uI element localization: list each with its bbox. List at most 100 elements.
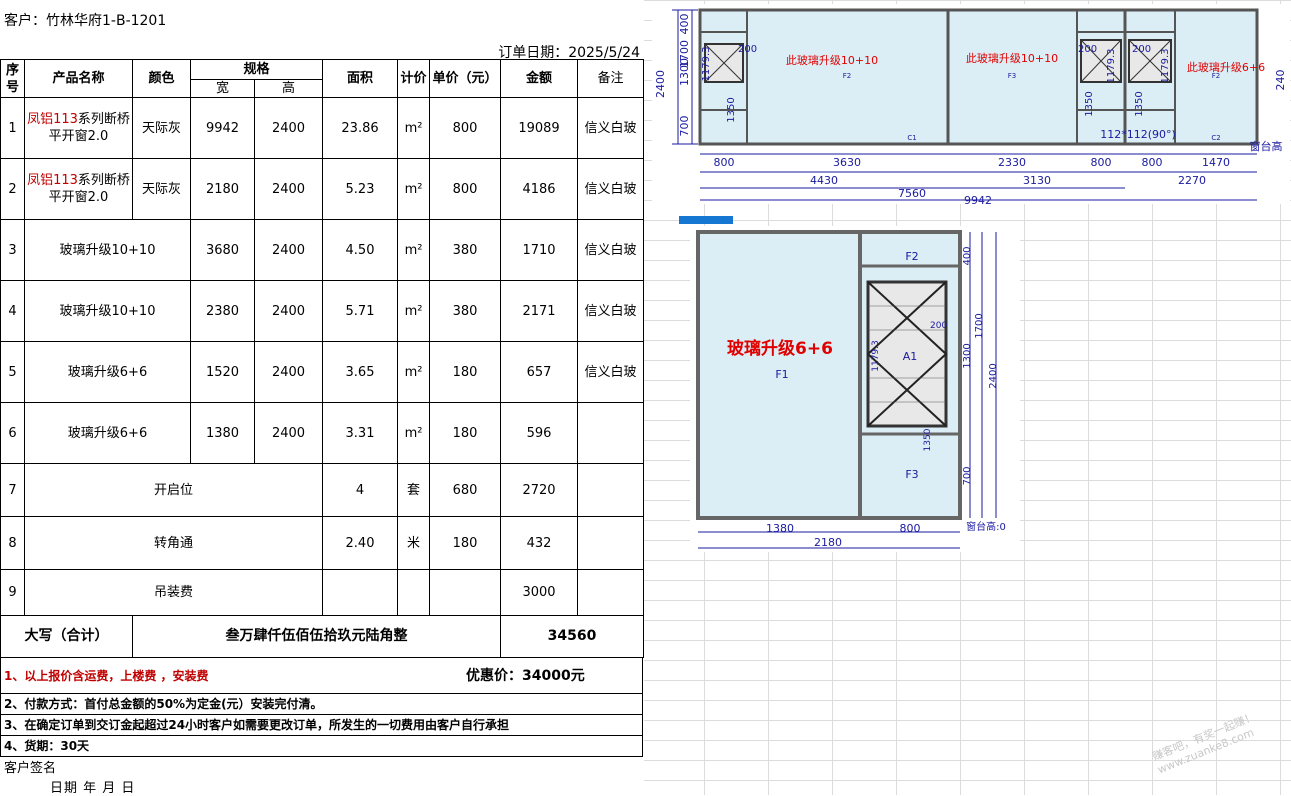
dim-right-label: 700 [962,466,973,485]
header-color: 颜色 [132,59,191,98]
panel-tag-group: F1 F2 F3 A1 [775,250,918,481]
header-remark: 备注 [577,59,645,98]
cell-seq: 4 [0,280,25,342]
glass-upgrade-b: 此玻璃升级10+10 [966,51,1058,65]
dims-bottom-2-group: 4430 3130 2270 [810,174,1206,187]
cell-remark: 信义白玻 [577,97,645,159]
dims-right-group: 400 1300 1700 2400 700 [962,246,999,485]
cell-product: 凤铝113系列断桥平开窗2.0 [24,97,133,159]
cell-amount: 4186 [500,158,579,220]
cell-product: 玻璃升级10+10 [24,280,191,342]
sash-label: 200 [738,44,757,55]
cell-seq: 5 [0,341,25,403]
dim-left-label: 2400 [654,70,667,98]
dim-bottom-1: 800 [714,156,735,169]
cell-amount: 596 [500,402,579,464]
panel-tag: F2 [905,250,918,263]
panel-tag: C2 [1211,134,1220,142]
dims-bottom-group: 1380 800 2180 [766,522,921,549]
note-1-text: 1、以上报价含运费，上楼费 ，安装费 [4,669,209,683]
total-words: 叁万肆仟伍佰伍拾玖元陆角整 [131,615,502,658]
panel-tag: F3 [905,468,918,481]
cell-unit: m² [397,280,431,342]
table-row: 1 凤铝113系列断桥平开窗2.0 天际灰 9942 2400 23.86 m²… [0,97,645,159]
table-row: 4 玻璃升级10+10 2380 2400 5.71 m² 380 2171 信… [0,280,645,342]
note-2: 2、付款方式：首付总金额的50%为定金(元）安装完付清。 [0,694,643,715]
cell-unit: 米 [397,516,431,570]
dim-bottom-1: 3630 [833,156,861,169]
cell-remark [577,569,645,616]
header-amount: 金额 [500,59,579,98]
quotation-sheet: 客户：竹林华府1-B-1201 订单日期：2025/5/24 序号 产品名称 颜… [0,0,645,796]
cell-seq: 7 [0,463,25,517]
dim-left-label: 1300 [678,58,691,86]
cell-seq: 3 [0,219,25,281]
cell-price: 800 [429,158,502,220]
sash-label-group: 1179.3 200 1350 200 1179.3 1350 200 1179… [701,44,1171,123]
dim-bottom-1: 2330 [998,156,1026,169]
dim-left-label: 700 [678,116,691,137]
cell-seq: 2 [0,158,25,220]
cell-price: 380 [429,219,502,281]
cell-price: 180 [429,341,502,403]
cell-unit: m² [397,402,431,464]
dim-bottom-1: 800 [1142,156,1163,169]
cell-product: 玻璃升级10+10 [24,219,191,281]
note-4: 4、货期：30天 [0,736,643,757]
cell-area: 4 [322,463,399,517]
product-series: 系列断桥平开窗2.0 [48,112,130,144]
order-date: 订单日期：2025/5/24 [498,45,640,61]
customer-line: 客户：竹林华府1-B-1201 [4,13,167,29]
table-row: 3 玻璃升级10+10 3680 2400 4.50 m² 380 1710 信… [0,219,645,281]
cell-product: 凤铝113系列断桥平开窗2.0 [24,158,133,220]
sash-label: 1179.3 [1106,49,1117,84]
dim-right-label: 400 [962,246,973,265]
sash-label-group: 200 1179.3 1350 [871,321,947,451]
cell-price: 180 [429,516,502,570]
panel-tag: F2 [1212,72,1220,80]
sash-label: 1350 [726,97,737,122]
cell-amount: 19089 [500,97,579,159]
cell-product: 吊装费 [23,569,324,616]
sill-label: 窗台高:0 [966,520,1006,533]
cell-height: 2400 [253,97,324,159]
dim-right-label: 2400 [988,363,999,388]
cell-height: 2400 [253,280,324,342]
total-label: 大写（合计） [0,615,133,658]
cell-amount: 3000 [500,569,579,616]
sash-label: 1179.3 [871,340,881,372]
header-height: 高 [253,79,324,98]
product-brand: 凤铝113 [27,173,78,188]
table-row: 5 玻璃升级6+6 1520 2400 3.65 m² 180 657 信义白玻 [0,341,645,403]
dims-bottom-1-group: 800 3630 2330 800 800 1470 [714,156,1231,169]
dim-bottom-1: 1470 [1202,156,1230,169]
sash-screen-right [1128,39,1172,83]
cell-amount: 2171 [500,280,579,342]
dim-bottom-2: 4430 [810,174,838,187]
dim-right-label: 1300 [962,343,973,368]
cell-width: 3680 [190,219,255,281]
sash-screen-mid [1080,39,1122,83]
total-amount: 34560 [500,615,645,658]
dim-bottom-label: 2180 [814,536,842,549]
signature-date: 日期 年 月 日 [50,781,136,796]
cell-price [429,569,502,616]
cell-color: 天际灰 [132,158,191,220]
cell-height: 2400 [253,219,324,281]
cell-unit: m² [397,158,431,220]
panel-tag: F2 [843,72,851,80]
cell-seq: 8 [0,516,25,570]
quotation-table: 序号 产品名称 颜色 规格 面积 计价 单价（元） 金额 备注 宽 高 1 凤铝… [0,59,645,658]
header-spec: 规格 [189,59,324,80]
panel-tag-group: F2 F3 F2 C1 C2 [843,72,1221,142]
cell-price: 680 [429,463,502,517]
dims-left-group: 2400 400 1700 1300 700 [654,14,691,137]
selection-handle[interactable] [679,216,733,224]
sash-label: 200 [1132,44,1151,55]
product-series: 系列断桥平开窗2.0 [48,173,130,205]
cell-amount: 2720 [500,463,579,517]
sill-label: 窗台高 [1250,139,1283,153]
cell-area: 5.23 [322,158,399,220]
glass-upgrade-a: 此玻璃升级10+10 [786,53,878,67]
customer-signature-label: 客户签名 [4,761,57,776]
